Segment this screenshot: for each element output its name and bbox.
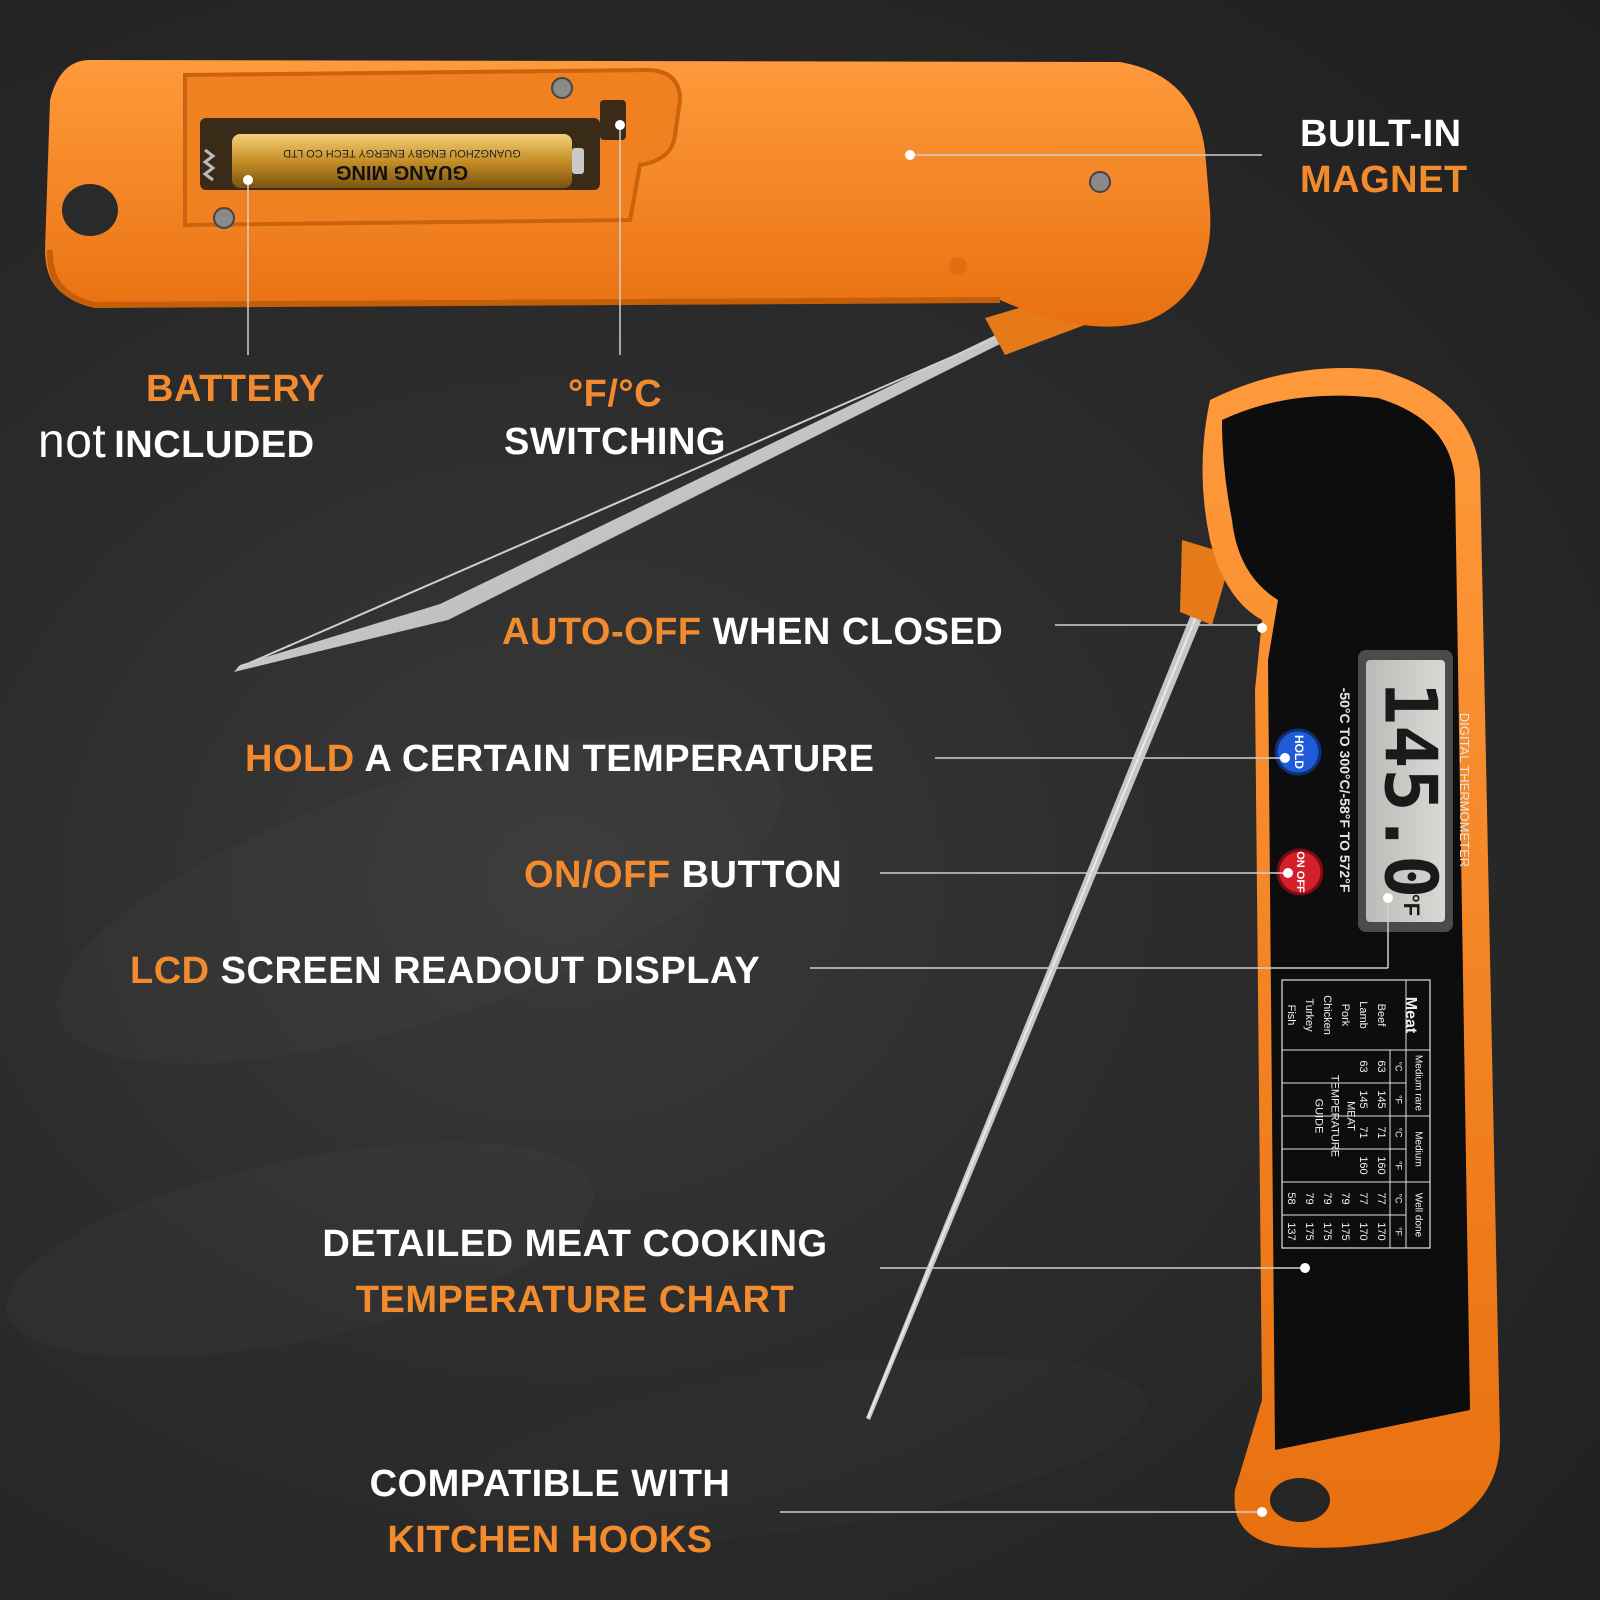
- meat-table-cell: 137: [1285, 1222, 1297, 1240]
- switching-callout-line1: °F/°C: [567, 373, 663, 415]
- device-range: -50°C TO 300°C/-58°F TO 572°F: [1337, 688, 1353, 893]
- onoff-callout-rest: BUTTON: [681, 854, 843, 896]
- meat-table-corner: Meat: [1402, 997, 1419, 1034]
- hold-button[interactable]: [1274, 728, 1322, 776]
- meat-table-row-name: Chicken: [1321, 995, 1333, 1035]
- callout-lines: [247, 125, 1389, 1513]
- meat-table-cell: 63: [1357, 1060, 1369, 1072]
- meat-table-unit-header: °F: [1394, 1227, 1404, 1237]
- hook-hole: [1270, 1478, 1330, 1522]
- battery-brand-text: GUANG MING: [336, 161, 468, 183]
- hang-hole: [62, 184, 118, 236]
- meat-table-cell: 71: [1357, 1126, 1369, 1138]
- magnet-callout: BUILT-IN MAGNET: [1300, 115, 1468, 199]
- hold-callout-rest: A CERTAIN TEMPERATURE: [364, 738, 875, 780]
- auto-off-callout-rest: WHEN CLOSED: [712, 611, 1004, 653]
- meat-table-row-name: Lamb: [1357, 1001, 1369, 1029]
- meat-table-cell: 63: [1375, 1060, 1387, 1072]
- meat-table-unit-header: °C: [1394, 1127, 1404, 1138]
- hold-callout-accent: HOLD: [245, 738, 355, 780]
- magnet-callout-line2: MAGNET: [1300, 159, 1468, 201]
- auto-off-callout-accent: AUTO-OFF: [502, 611, 702, 653]
- screw: [1089, 171, 1111, 193]
- hooks-callout-line1: COMPATIBLE WITH: [369, 1463, 731, 1505]
- screw: [213, 207, 235, 229]
- meat-table-cell: 160: [1375, 1156, 1387, 1174]
- meat-table-unit-header: °F: [1394, 1161, 1404, 1171]
- meat-table-guide-title: MEAT: [1344, 1101, 1356, 1131]
- meat-table-row-name: Pork: [1339, 1004, 1351, 1027]
- lcd-callout-accent: LCD: [130, 950, 210, 992]
- battery-callout-not: not: [38, 415, 107, 468]
- chart-callout: DETAILED MEAT COOKING TEMPERATURE CHART: [310, 1225, 840, 1319]
- meat-table-guide-title: GUIDE: [1312, 1099, 1324, 1134]
- meat-table-cell: 175: [1303, 1222, 1315, 1240]
- meat-table-doneness-header: Medium rare: [1412, 1055, 1423, 1112]
- lcd-screen: [1366, 660, 1445, 922]
- hooks-callout: COMPATIBLE WITH KITCHEN HOOKS: [350, 1465, 750, 1559]
- meat-table-doneness-header: Well done: [1412, 1193, 1423, 1238]
- folded-thermometer-back: GUANGZHOU ENGBY ENERGY TECH CO LTD GUANG…: [45, 60, 1211, 672]
- battery-callout-line2: INCLUDED: [114, 424, 315, 466]
- meat-table-row-name: Turkey: [1303, 998, 1315, 1032]
- unit-switch: [600, 100, 626, 140]
- onoff-button[interactable]: [1276, 848, 1324, 896]
- callout-dots: [243, 120, 1393, 1517]
- meat-table-cell: 145: [1357, 1090, 1369, 1108]
- meat-table-cell: 79: [1303, 1192, 1315, 1204]
- meat-table-cell: 77: [1375, 1192, 1387, 1204]
- device-title: DIGITAL THERMOMETER: [1457, 713, 1472, 867]
- meat-table-cell: 170: [1375, 1222, 1387, 1240]
- meat-table-cell: 71: [1375, 1126, 1387, 1138]
- onoff-button-label: ON OFF: [1294, 851, 1306, 893]
- meat-table-unit-header: °C: [1394, 1193, 1404, 1204]
- hooks-callout-line2: KITCHEN HOOKS: [387, 1519, 713, 1561]
- meat-table-cell: 160: [1357, 1156, 1369, 1174]
- meat-table-doneness-header: Medium: [1412, 1131, 1423, 1167]
- meat-table-cell: 175: [1339, 1222, 1351, 1240]
- switching-callout-line2: SWITCHING: [504, 421, 726, 463]
- meat-table-cell: 79: [1339, 1192, 1351, 1204]
- onoff-callout: ON/OFF BUTTON: [524, 856, 842, 894]
- meat-table-cell: 170: [1357, 1222, 1369, 1240]
- battery: [232, 134, 572, 188]
- meat-table-row-name: Beef: [1375, 1004, 1387, 1028]
- hold-callout: HOLD A CERTAIN TEMPERATURE: [245, 740, 874, 778]
- meat-table-guide-title: TEMPERATURE: [1328, 1075, 1340, 1157]
- meat-table-row-name: Fish: [1285, 1005, 1297, 1026]
- screw: [551, 77, 573, 99]
- meat-table-cell: 77: [1357, 1192, 1369, 1204]
- lcd-reading: 145.0: [1368, 682, 1452, 899]
- background-texture: [5, 736, 1147, 1543]
- meat-table-unit-header: °F: [1394, 1095, 1404, 1105]
- lcd-callout-rest: SCREEN READOUT DISPLAY: [220, 950, 761, 992]
- meat-table-unit-header: °C: [1394, 1061, 1404, 1072]
- magnet-callout-line1: BUILT-IN: [1300, 113, 1462, 155]
- battery-maker-text: GUANGZHOU ENGBY ENERGY TECH CO LTD: [283, 147, 521, 159]
- onoff-callout-accent: ON/OFF: [524, 854, 671, 896]
- meat-table-cell: 145: [1375, 1090, 1387, 1108]
- meat-table-cell: 175: [1321, 1222, 1333, 1240]
- battery-callout-line1: BATTERY: [146, 368, 325, 410]
- meat-table-cell: 58: [1285, 1192, 1297, 1204]
- chart-callout-line1: DETAILED MEAT COOKING: [322, 1223, 828, 1265]
- open-thermometer-front: 145.0 °F DIGITAL THERMOMETER -50°C TO 30…: [866, 368, 1500, 1548]
- switching-callout: °F/°C SWITCHING: [495, 375, 735, 461]
- lcd-callout: LCD SCREEN READOUT DISPLAY: [130, 952, 760, 990]
- chart-callout-line2: TEMPERATURE CHART: [355, 1279, 795, 1321]
- auto-off-callout: AUTO-OFF WHEN CLOSED: [502, 613, 1003, 651]
- lcd-unit: °F: [1399, 894, 1424, 916]
- hold-button-label: HOLD: [1292, 735, 1306, 769]
- meat-table-cell: 79: [1321, 1192, 1333, 1204]
